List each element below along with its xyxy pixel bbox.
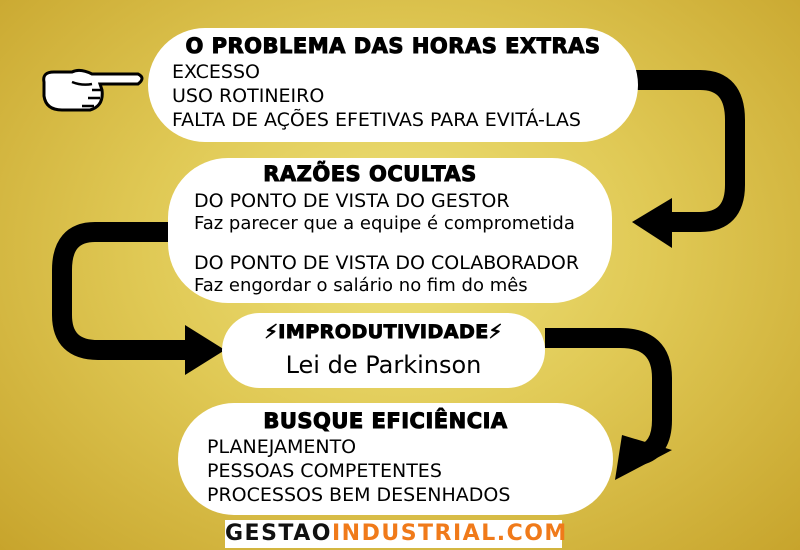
brand-logo: GESTAOINDUSTRIAL.COM — [225, 520, 566, 548]
overtime-problem-box: O PROBLEMA DAS HORAS EXTRAS EXCESSO USO … — [148, 28, 638, 142]
employee-view-heading: DO PONTO DE VISTA DO COLABORADOR — [194, 252, 580, 274]
arrow-2 — [52, 222, 190, 360]
seek-efficiency-box: BUSQUE EFICIÊNCIA PLANEJAMENTO PESSOAS C… — [178, 403, 613, 515]
list-item: EXCESSO — [172, 61, 260, 83]
list-item: PLANEJAMENTO — [207, 436, 357, 458]
unproductivity-title: ⚡IMPRODUTIVIDADE⚡ — [222, 321, 545, 344]
list-item: PESSOAS COMPETENTES — [207, 460, 442, 482]
manager-view-text: Faz parecer que a equipe é comprometida — [194, 213, 575, 234]
list-item: USO ROTINEIRO — [172, 85, 325, 107]
list-item: PROCESSOS BEM DESENHADOS — [207, 484, 511, 506]
arrow-2-head — [185, 325, 225, 375]
unproductivity-title-text: IMPRODUTIVIDADE — [278, 321, 489, 344]
pointing-hand-icon — [42, 68, 144, 112]
unproductivity-box: ⚡IMPRODUTIVIDADE⚡ Lei de Parkinson — [222, 313, 545, 388]
hidden-reasons-box: RAZÕES OCULTAS DO PONTO DE VISTA DO GEST… — [168, 158, 612, 303]
list-item: FALTA DE AÇÕES EFETIVAS PARA EVITÁ-LAS — [172, 109, 581, 131]
hidden-reasons-title: RAZÕES OCULTAS — [263, 162, 477, 187]
arrow-3-head — [615, 435, 672, 480]
brand-part-1: GESTAO — [225, 521, 332, 546]
seek-efficiency-title: BUSQUE EFICIÊNCIA — [263, 409, 508, 434]
brand-part-2: INDUSTRIAL.COM — [331, 521, 568, 546]
lightning-icon: ⚡ — [488, 321, 503, 344]
manager-view-heading: DO PONTO DE VISTA DO GESTOR — [194, 190, 510, 212]
lightning-icon: ⚡ — [264, 321, 279, 344]
arrow-1-head — [632, 198, 672, 248]
overtime-problem-title: O PROBLEMA DAS HORAS EXTRAS — [185, 34, 601, 59]
parkinson-law: Lei de Parkinson — [285, 351, 482, 379]
employee-view-text: Faz engordar o salário no fim do mês — [194, 275, 528, 296]
arrow-1 — [630, 70, 745, 232]
